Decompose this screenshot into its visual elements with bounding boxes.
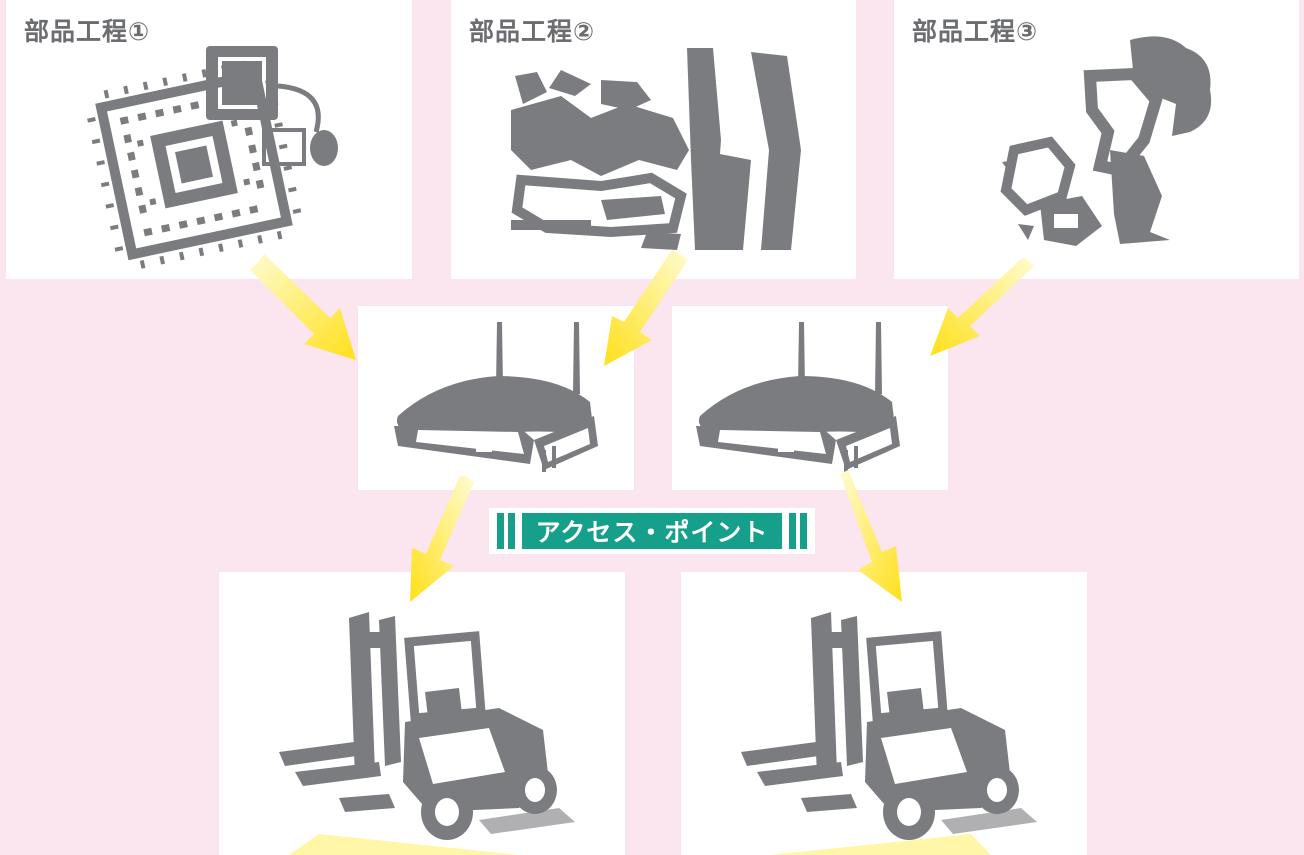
badge-bar-left-1: [497, 513, 504, 549]
process-label-1: 部品工程①: [24, 17, 151, 46]
forklift-icon: [741, 612, 1037, 855]
access-point-label: アクセス・ポイント: [522, 513, 782, 549]
access-point-panel-1: [358, 306, 634, 490]
badge-bar-right-2: [800, 513, 807, 549]
forklift-icon: [279, 612, 575, 855]
wireless-router-icon: [696, 322, 900, 472]
wireless-router-icon: [394, 322, 598, 472]
badge-bar-left-2: [508, 513, 515, 549]
light-beam: [289, 834, 519, 855]
light-beam: [771, 834, 991, 855]
hands-assembly-icon: [511, 48, 801, 250]
access-point-panel-2: [672, 306, 948, 490]
process-panel-1: 部品工程①: [6, 0, 412, 279]
badge-bar-right-1: [789, 513, 796, 549]
circuit-chip-icon: [87, 46, 338, 269]
process-panel-2: 部品工程②: [451, 0, 856, 279]
process-label-3: 部品工程③: [912, 17, 1039, 46]
forklift-panel-2: [681, 572, 1087, 855]
process-panel-3: 部品工程③: [894, 0, 1299, 279]
process-label-2: 部品工程②: [469, 17, 596, 46]
access-point-badge: アクセス・ポイント: [489, 508, 815, 554]
forklift-panel-1: [219, 572, 625, 855]
robot-arm-icon: [1000, 36, 1212, 246]
